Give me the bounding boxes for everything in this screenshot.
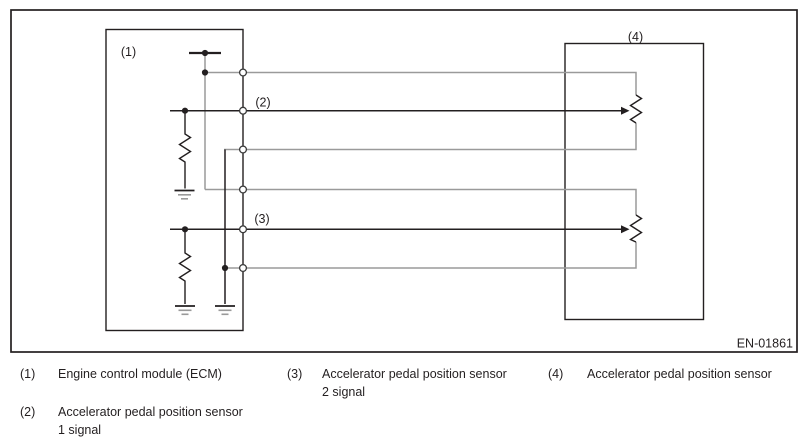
ground-icon-2 (175, 305, 195, 316)
junction-dot (181, 107, 189, 114)
black-wires (170, 51, 621, 304)
resistor-icon-ecm2 (178, 229, 192, 304)
junction-dot (201, 69, 209, 76)
potentiometer-icon-sensor2 (629, 214, 643, 243)
terminal-circle-icon (238, 225, 248, 234)
junction-dot (181, 226, 189, 233)
legend-item-number: (1) (20, 367, 36, 381)
junction-dots (181, 49, 229, 272)
wiper-arrow-icon-sensor1 (621, 106, 630, 115)
wiring-diagram: (1) (2) (3) (4) EN-01861 (10, 9, 798, 353)
callout-signal2: (3) (254, 212, 269, 226)
legend-item-number: (2) (20, 405, 36, 419)
junction-dot (201, 49, 209, 57)
wire-supply-sensor1 (205, 71, 637, 95)
terminal-circle-icon (238, 68, 248, 77)
terminal-circle-icon (238, 185, 248, 194)
figure-code: EN-01861 (737, 337, 793, 351)
legend-item-text: Accelerator pedal position sensor (587, 367, 772, 381)
wire-supply-sensor2 (205, 188, 637, 215)
callout-signal1: (2) (255, 96, 270, 110)
terminal-circle-icon (238, 145, 248, 154)
wire-return-sensor2 (224, 242, 637, 269)
terminal-circle-icon (238, 263, 248, 273)
ecm-box (105, 28, 244, 332)
resistor-icon-ecm1 (178, 110, 192, 189)
connector-terminals (238, 68, 248, 273)
legend-item-text: Accelerator pedal position sensor 2 sign… (322, 367, 507, 399)
diagram-frame (10, 9, 798, 353)
legend-item-number: (4) (548, 367, 564, 381)
terminal-circle-icon (238, 106, 248, 115)
legend-item-text: Engine control module (ECM) (58, 367, 222, 381)
callout-sensor: (4) (628, 30, 643, 44)
ground-icon-1 (174, 189, 195, 200)
wire-return-sensor1 (224, 123, 637, 151)
potentiometer-icon-sensor1 (629, 94, 643, 124)
legend-item-text: Accelerator pedal position sensor 1 sign… (58, 405, 243, 437)
junction-dot (221, 264, 229, 272)
callout-ecm: (1) (121, 45, 136, 59)
legend-item-number: (3) (287, 367, 303, 381)
sensor-box (564, 42, 705, 321)
wiper-arrow-icon-sensor2 (621, 225, 630, 234)
gray-wires (204, 53, 637, 269)
ground-icon-3 (215, 305, 235, 316)
